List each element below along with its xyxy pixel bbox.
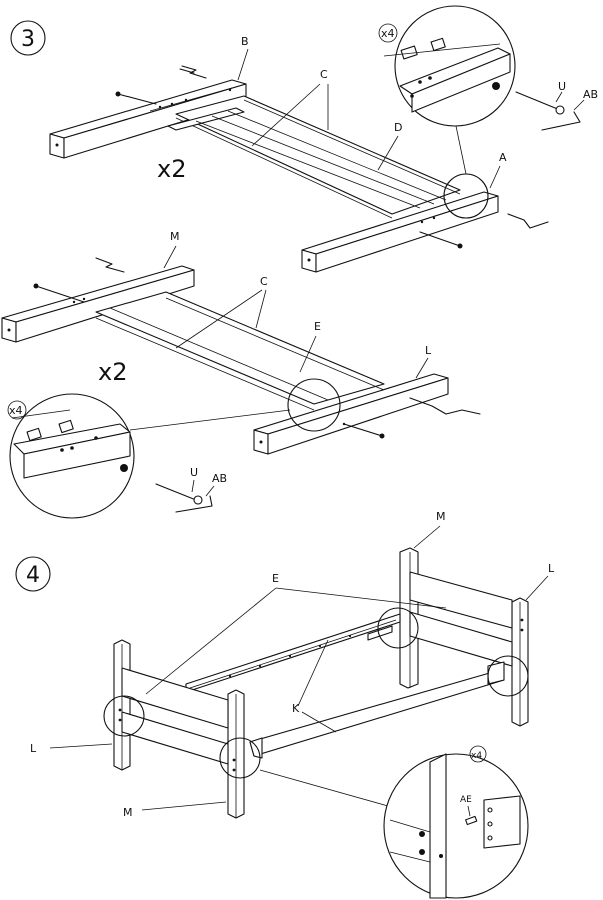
label-u: U [190,466,198,479]
cam-dowel-icon [400,37,446,60]
allen-key-icon [179,65,207,79]
allen-key-icon [541,111,581,131]
beam-l [253,373,449,455]
bolt-icon [115,91,157,105]
step-4-number: 4 [15,556,51,592]
bolt-u-icon [515,91,565,115]
multiplier-label: x2 [157,155,186,183]
svg-text:3: 3 [21,27,35,52]
multiplier-badge [378,23,398,43]
label-l: L [548,562,555,575]
label-b: B [241,35,249,48]
label-ae: AE [460,795,472,805]
multiplier-badge [7,400,27,420]
multiplier-label: x2 [98,358,127,386]
detail-circle-mid [9,393,135,519]
slats-mid [95,291,385,411]
label-a: A [499,151,507,164]
dowel-ae-icon [465,815,478,826]
label-m: M [170,230,180,243]
detail-circle-step4 [383,753,529,899]
detail-marker-circle [487,655,529,697]
detail-marker-circle [103,695,145,737]
detail-marker-circle [287,378,341,432]
label-m: M [436,510,446,523]
allen-key-icon [175,495,213,513]
label-ab: AB [583,88,598,101]
multiplier-label: x4 [9,404,23,417]
svg-text:4: 4 [26,563,40,588]
label-l: L [425,344,432,357]
bolt-u-icon [155,483,203,505]
label-u: U [558,80,566,93]
leg-l-left [113,639,131,771]
label-ab: AB [212,472,227,485]
cam-dowel-icon [26,419,74,442]
label-e: E [272,572,279,585]
multiplier-label: x4 [471,751,482,761]
label-m: M [123,806,133,819]
label-c: C [260,275,268,288]
label-d: D [394,121,402,134]
detail-marker-circle [377,607,419,649]
label-e: E [314,320,321,333]
beam-a [301,191,499,273]
detail-circle-top [383,5,516,127]
bolt-icon [419,231,463,249]
end-panel-left [121,667,229,765]
rail-e [185,613,401,693]
beam-m [1,265,195,343]
slats-top [167,95,461,219]
bolt-icon [343,423,385,439]
multiplier-label: x4 [381,27,395,40]
step-3-number: 3 [10,20,46,56]
detail-marker-circle [219,737,261,779]
label-l: L [30,742,37,755]
multiplier-badge [469,745,487,763]
label-c: C [320,68,328,81]
label-k: K [292,702,300,715]
leg-l-right [511,597,529,727]
end-panel-right [409,571,513,667]
allen-key-icon [409,397,481,415]
leg-m-front [227,689,245,819]
allen-key-icon [507,213,549,229]
beam-b [49,79,247,159]
allen-key-icon [95,257,125,273]
rail-k [249,661,505,759]
bolt-icon [33,283,85,303]
